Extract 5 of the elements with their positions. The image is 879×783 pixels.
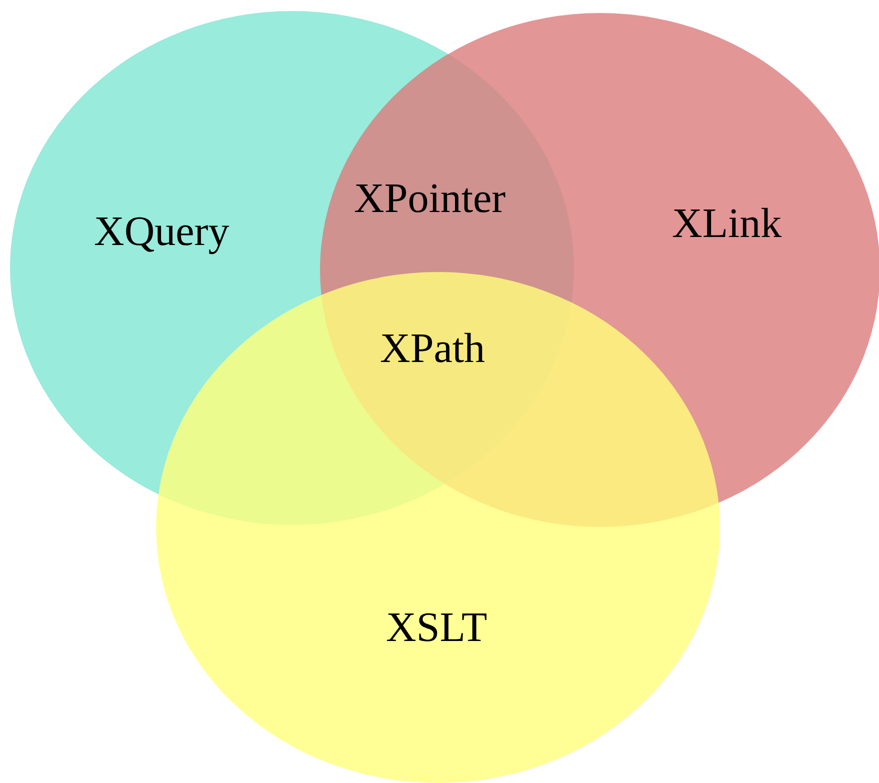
- circle-label: XLink: [672, 203, 782, 245]
- circle-label: XQuery: [94, 211, 230, 253]
- circle-label: XSLT: [386, 607, 488, 649]
- overlap-label: XPointer: [354, 178, 506, 220]
- overlap-label: XPath: [380, 328, 485, 370]
